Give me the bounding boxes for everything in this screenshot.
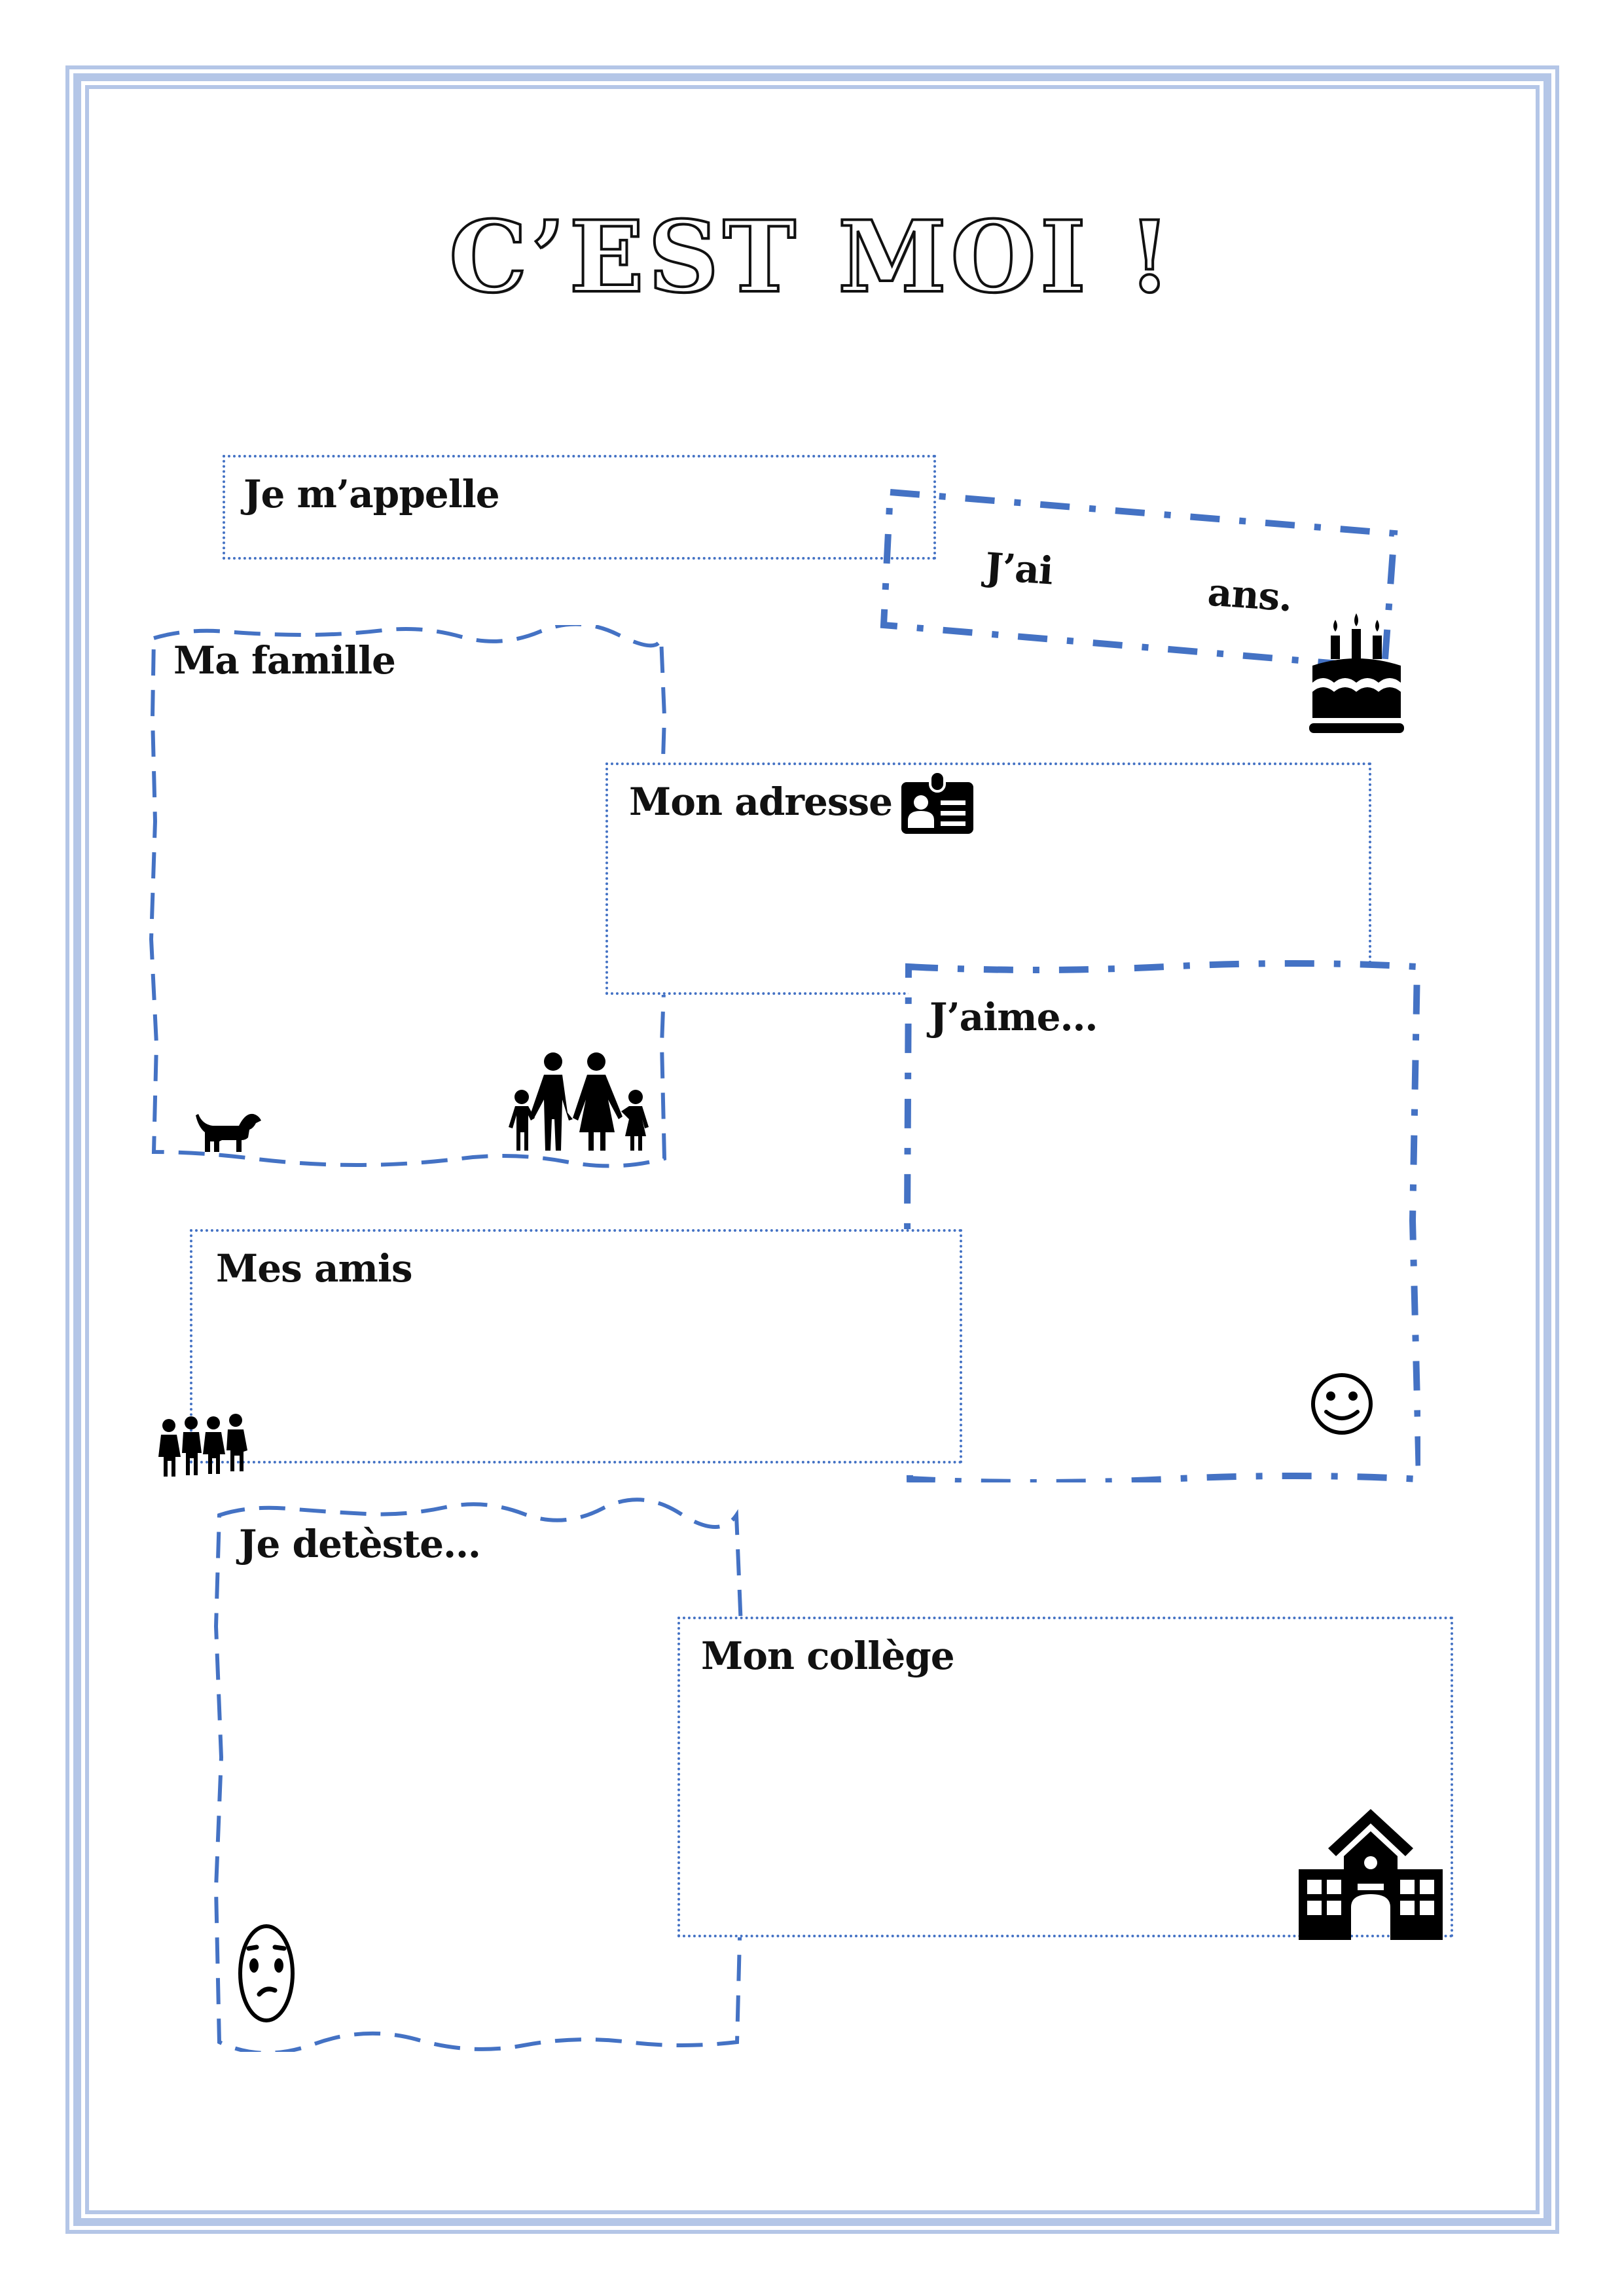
age-label-before: J’ai <box>983 544 1055 594</box>
name-box[interactable]: Je m’appelle <box>223 455 936 560</box>
friends-box[interactable]: Mes amis <box>190 1229 962 1463</box>
sad-face-icon <box>237 1921 296 2026</box>
name-label: Je m’appelle <box>244 472 500 516</box>
page-border-middle <box>73 73 1551 2226</box>
birthday-cake-icon <box>1309 605 1404 733</box>
family-label: Ma famille <box>173 638 396 683</box>
page-title: C’EST MOI ! <box>448 198 1176 316</box>
page-border-outer <box>65 65 1559 2234</box>
dislikes-box-border <box>213 1498 744 2052</box>
dislikes-box[interactable]: Je detèste… <box>209 1496 746 2052</box>
dog-icon <box>193 1106 265 1152</box>
likes-box[interactable]: J’aime… <box>903 959 1420 1482</box>
family-box[interactable]: Ma famille <box>147 625 671 1168</box>
friends-label: Mes amis <box>216 1246 413 1291</box>
family-icon <box>507 1047 658 1155</box>
address-label: Mon adresse <box>629 780 893 824</box>
likes-box-border <box>903 960 1420 1482</box>
school-box[interactable]: Mon collège <box>677 1617 1453 1940</box>
age-label-after: ans. <box>1206 569 1293 620</box>
family-box-border <box>149 625 668 1168</box>
likes-label: J’aime… <box>929 995 1098 1039</box>
page-border-inner <box>85 85 1540 2214</box>
dislikes-label: Je detèste… <box>239 1522 481 1566</box>
address-box[interactable]: Mon adresse <box>605 762 1371 995</box>
school-building-icon <box>1295 1809 1446 1940</box>
smiley-face-icon <box>1309 1371 1375 1437</box>
id-badge-icon <box>901 772 973 834</box>
group-of-friends-icon <box>157 1414 255 1479</box>
school-label: Mon collège <box>701 1634 955 1678</box>
